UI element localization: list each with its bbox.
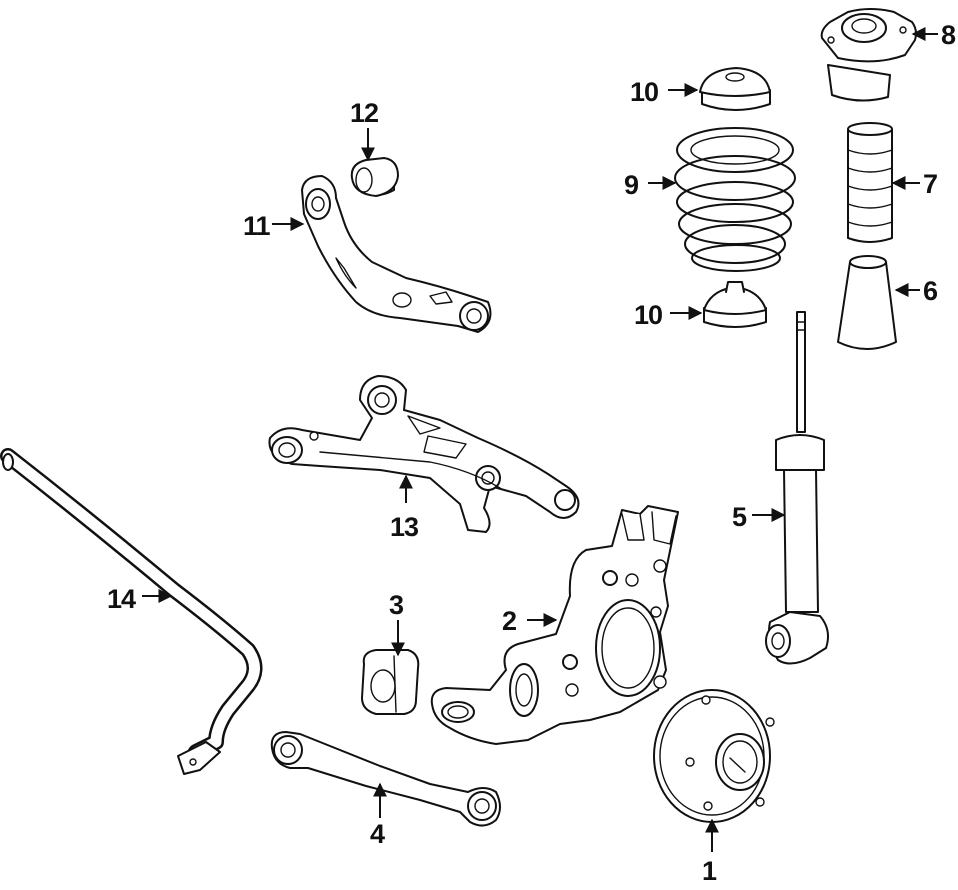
part-10-upper-spring-seat[interactable] (699, 67, 771, 111)
part-13-lower-control-arm[interactable] (268, 375, 580, 533)
callout-5-label: 5 (732, 502, 747, 532)
callout-13-label: 13 (390, 512, 419, 542)
callout-14-label: 14 (107, 584, 136, 614)
callout-9-label: 9 (624, 170, 639, 200)
part-11-upper-control-arm[interactable] (301, 175, 492, 333)
callout-2-label: 2 (502, 606, 516, 636)
callout-10-upper-label: 10 (630, 77, 658, 107)
callout-6-label: 6 (923, 276, 938, 306)
part-9-coil-spring[interactable] (674, 127, 796, 272)
part-3-stabilizer-bushing[interactable] (361, 649, 420, 715)
callout-10-upper: 10 (630, 77, 699, 107)
part-12-bushing[interactable] (350, 157, 399, 197)
part-7-bump-stop[interactable] (847, 122, 893, 243)
callout-3-label: 3 (389, 590, 404, 620)
callout-13: 13 (390, 474, 420, 542)
callout-8-label: 8 (941, 20, 956, 50)
part-10-lower-spring-seat[interactable] (703, 281, 767, 328)
part-5-shock-absorber[interactable] (765, 311, 829, 665)
callout-2: 2 (502, 606, 558, 636)
callout-1: 1 (702, 818, 719, 886)
callout-6: 6 (894, 276, 939, 306)
part-1-hub-bearing[interactable] (653, 689, 775, 823)
callout-8: 8 (911, 20, 957, 50)
callout-11-label: 11 (243, 211, 271, 241)
callout-7: 7 (891, 169, 938, 199)
part-14-stabilizer-bar[interactable] (0, 448, 263, 775)
callout-12-label: 12 (350, 98, 378, 128)
callout-10-lower-label: 10 (634, 300, 662, 330)
callout-12: 12 (350, 98, 379, 162)
part-8-strut-mount[interactable] (820, 8, 917, 102)
callout-14: 14 (107, 584, 173, 614)
callout-11: 11 (243, 211, 305, 241)
callout-5: 5 (732, 502, 786, 532)
callout-10-lower: 10 (634, 300, 703, 330)
part-4-lateral-link[interactable] (270, 731, 501, 827)
part-2-knuckle[interactable] (430, 505, 679, 745)
callout-4-label: 4 (370, 819, 385, 849)
callout-7-label: 7 (923, 169, 937, 199)
callout-1-label: 1 (702, 856, 717, 886)
callout-9: 9 (624, 170, 677, 200)
callout-4: 4 (370, 782, 387, 849)
callout-3: 3 (389, 590, 405, 657)
part-6-dust-boot[interactable] (837, 255, 897, 350)
